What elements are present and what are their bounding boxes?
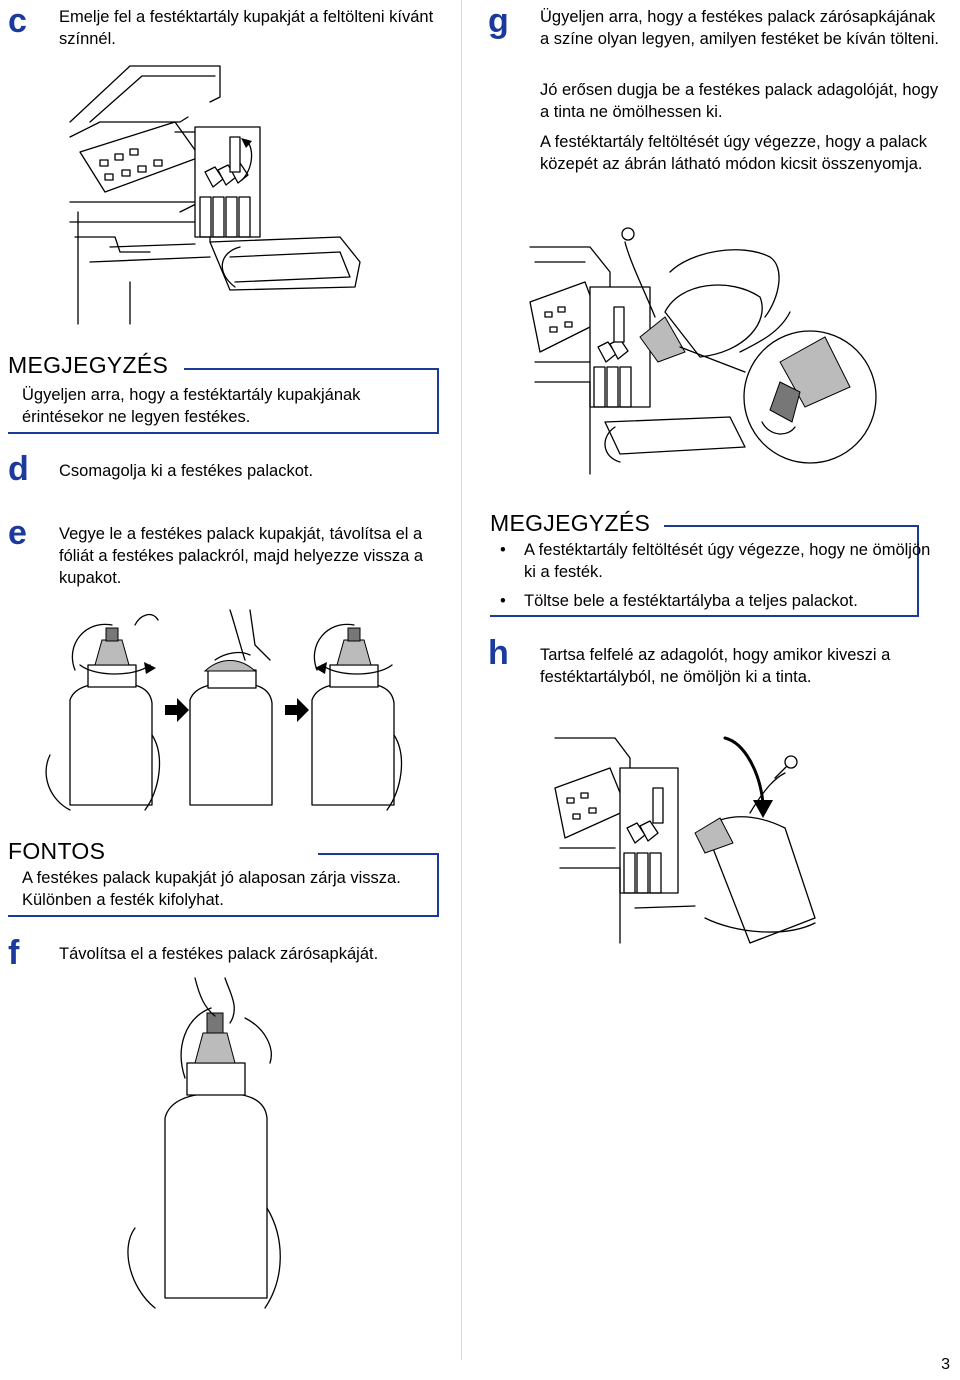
important-text: A festékes palack kupakját jó alaposan z…	[22, 869, 401, 909]
important-rule	[318, 853, 437, 855]
step-h-text: Tartsa felfelé az adagolót, hogy amikor …	[540, 646, 891, 686]
step-d-text: Csomagolja ki a festékes palackot.	[59, 462, 314, 480]
step-letter-c: c	[8, 2, 27, 40]
note1-text: Ügyeljen arra, hogy a festéktartály kupa…	[22, 386, 361, 426]
note2-bullet-2: Töltse bele a festéktartályba a teljes p…	[488, 590, 944, 612]
note2-bullet-1: A festéktartály feltöltését úgy végezze,…	[488, 539, 944, 583]
important-title: FONTOS	[8, 838, 106, 864]
step-letter-d: d	[8, 450, 29, 488]
note2-rule	[664, 525, 917, 527]
column-divider	[461, 0, 462, 1360]
important-box	[8, 853, 439, 917]
printer-tank-open-illustration	[69, 65, 361, 325]
step-g-paragraph-2: Jó erősen dugja be a festékes palack ada…	[540, 81, 939, 121]
step-g-paragraph-3: A festéktartály feltöltését úgy végezze,…	[540, 133, 928, 173]
fill-tank-squeeze-illustration	[529, 227, 877, 475]
note2-title: MEGJEGYZÉS	[490, 510, 651, 536]
step-letter-e: e	[8, 514, 27, 552]
page-number: 3	[941, 1356, 950, 1373]
bottle-cap-sequence-illustration	[45, 609, 403, 811]
step-e-text: Vegye le a festékes palack kupakját, táv…	[59, 525, 424, 587]
step-letter-g: g	[488, 2, 509, 40]
step-letter-h: h	[488, 634, 509, 672]
remove-bottle-seal-illustration	[127, 977, 281, 1309]
step-c-text: Emelje fel a festéktartály kupakját a fe…	[59, 8, 434, 48]
note1-rule	[184, 368, 437, 370]
step-g-paragraph-1: Ügyeljen arra, hogy a festékes palack zá…	[540, 8, 939, 48]
step-letter-f: f	[8, 934, 20, 972]
step-f-text: Távolítsa el a festékes palack zárósapká…	[59, 945, 379, 963]
note1-title: MEGJEGYZÉS	[8, 352, 169, 378]
withdraw-bottle-illustration	[554, 736, 816, 944]
note1-box	[8, 368, 439, 434]
